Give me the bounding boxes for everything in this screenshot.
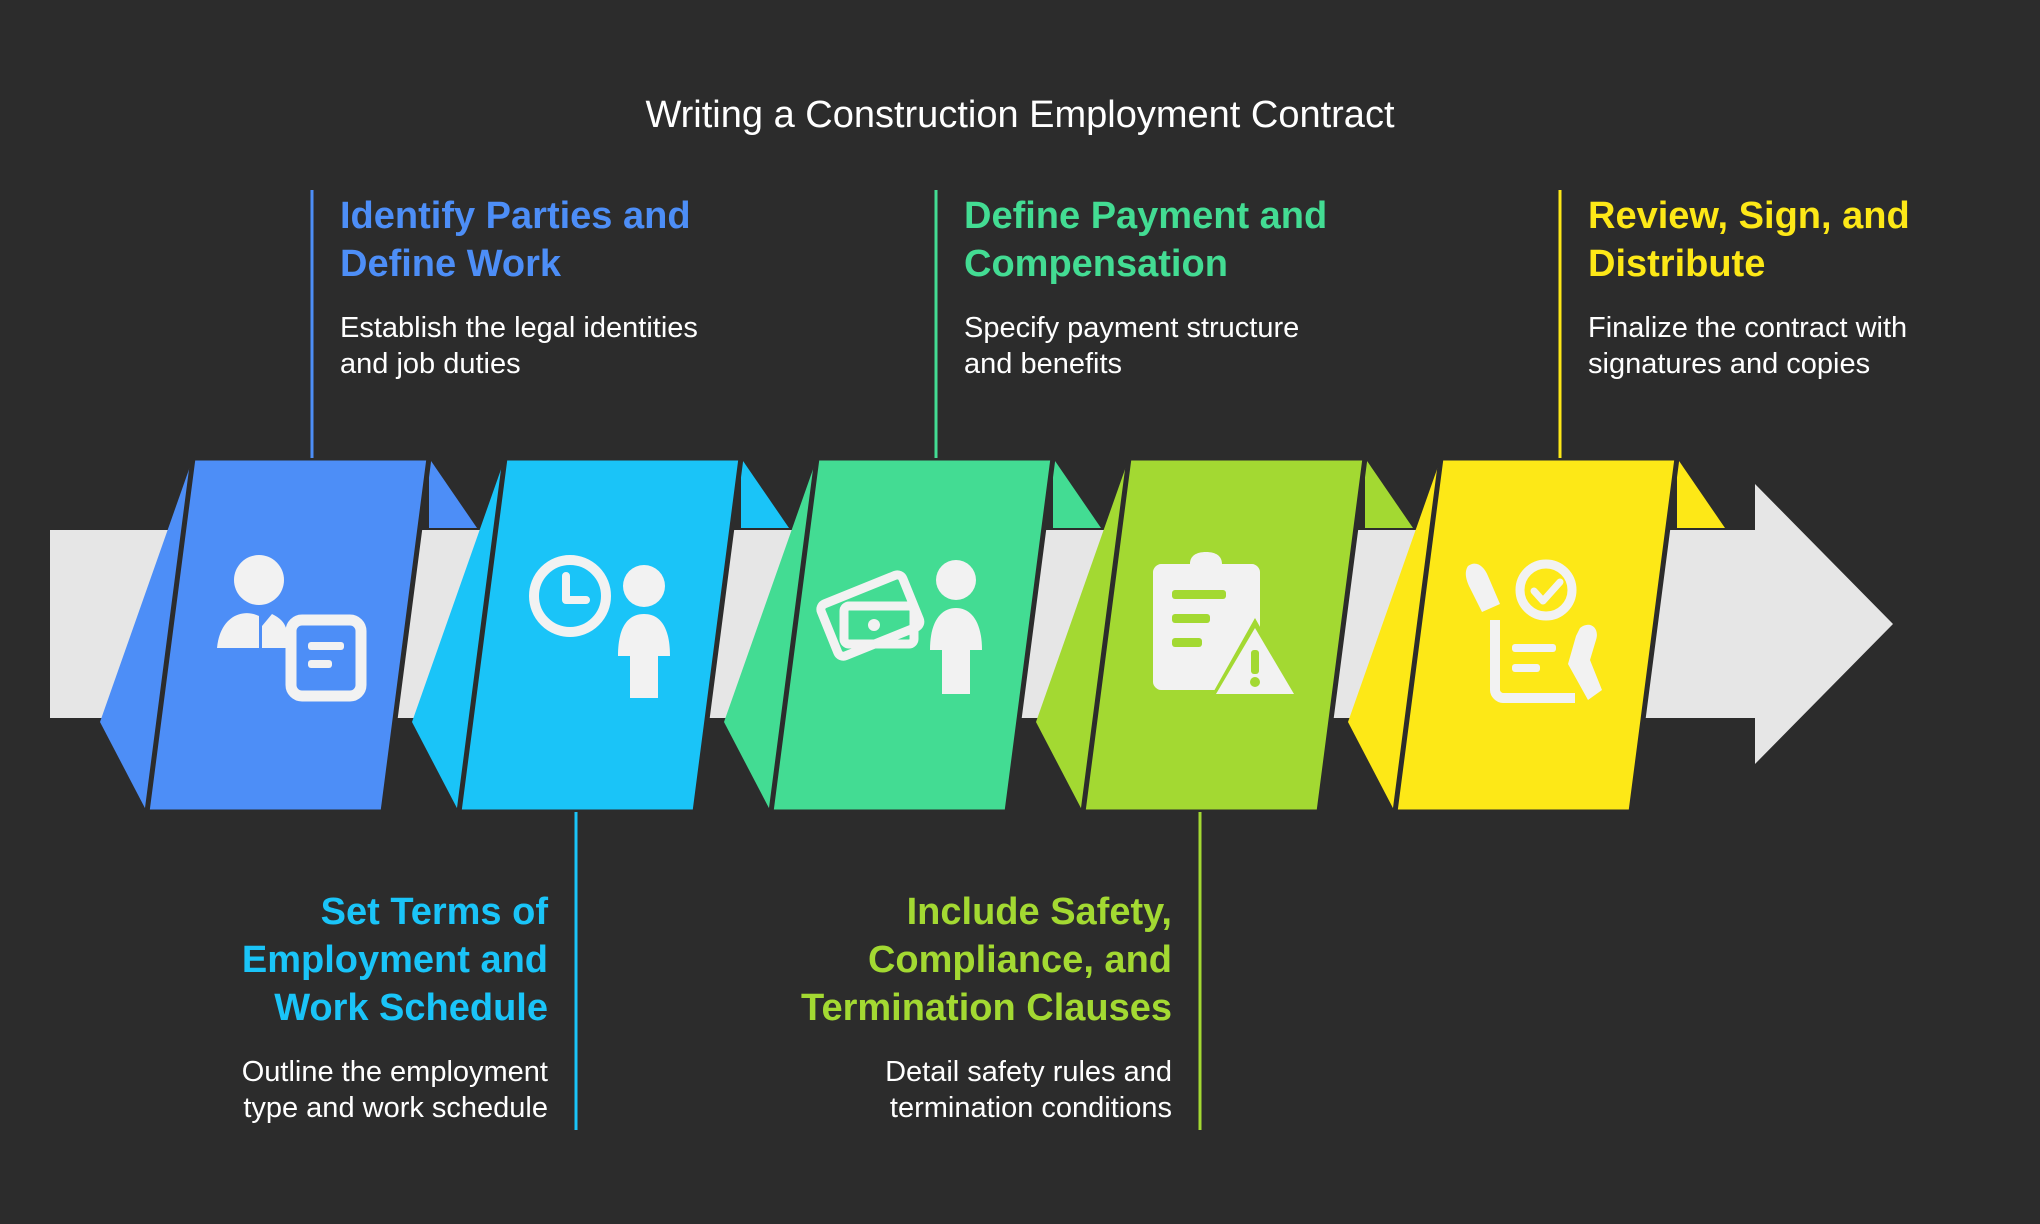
step-1-description-line: and job duties bbox=[340, 348, 521, 380]
step-4-text: Include Safety, Compliance, and Terminat… bbox=[752, 888, 1172, 1126]
step-1-title-line: Define Work bbox=[340, 243, 562, 285]
step-2-title-line: Set Terms of bbox=[320, 891, 548, 933]
step-3-title-line: Compensation bbox=[964, 243, 1228, 285]
step-4-title: Include Safety, Compliance, and Terminat… bbox=[752, 888, 1172, 1032]
step-5-description-line: Finalize the contract with bbox=[1588, 312, 1908, 344]
step-2-title-line: Work Schedule bbox=[274, 987, 548, 1029]
money-person-icon bbox=[816, 560, 982, 694]
step-4-title-line: Termination Clauses bbox=[801, 987, 1172, 1029]
step-3-description-line: Specify payment structure bbox=[964, 312, 1300, 344]
step-4-description: Detail safety rules and termination cond… bbox=[752, 1054, 1172, 1126]
step-3-description-line: and benefits bbox=[964, 348, 1123, 380]
clipboard-warning-icon bbox=[1153, 552, 1300, 698]
step-5-title: Review, Sign, and Distribute bbox=[1588, 192, 2008, 288]
step-4-description-line: Detail safety rules and bbox=[885, 1056, 1172, 1088]
diagram-title: Writing a Construction Employment Contra… bbox=[645, 94, 1395, 136]
step-1-description-line: Establish the legal identities bbox=[340, 312, 698, 344]
step-5-description: Finalize the contract with signatures an… bbox=[1588, 310, 2008, 382]
person-document-icon bbox=[217, 555, 367, 702]
step-5-title-line: Review, Sign, and bbox=[1588, 195, 1910, 237]
step-2-description-line: Outline the employment bbox=[241, 1056, 548, 1088]
step-2-text: Set Terms of Employment and Work Schedul… bbox=[128, 888, 548, 1126]
step-3-description: Specify payment structure and benefits bbox=[964, 310, 1384, 382]
step-3-title-line: Define Payment and bbox=[964, 195, 1328, 237]
step-3-title: Define Payment and Compensation bbox=[964, 192, 1384, 288]
step-4-title-line: Compliance, and bbox=[867, 939, 1172, 981]
step-2-title: Set Terms of Employment and Work Schedul… bbox=[128, 888, 548, 1032]
step-5-text: Review, Sign, and Distribute Finalize th… bbox=[1588, 192, 2008, 382]
signed-document-icon bbox=[1465, 559, 1602, 703]
step-2-description-line: type and work schedule bbox=[243, 1092, 548, 1124]
step-4-description-line: termination conditions bbox=[889, 1092, 1172, 1124]
step-5-description-line: signatures and copies bbox=[1588, 348, 1871, 380]
step-5-title-line: Distribute bbox=[1588, 243, 1766, 285]
step-2-title-line: Employment and bbox=[241, 939, 548, 981]
step-3-text: Define Payment and Compensation Specify … bbox=[964, 192, 1384, 382]
step-1-title-line: Identify Parties and bbox=[340, 195, 691, 237]
clock-person-icon bbox=[529, 555, 670, 698]
step-1-description: Establish the legal identities and job d… bbox=[340, 310, 760, 382]
step-1-text: Identify Parties and Define Work Establi… bbox=[340, 192, 760, 382]
step-4-title-line: Include Safety, bbox=[906, 891, 1172, 933]
step-2-description: Outline the employment type and work sch… bbox=[128, 1054, 548, 1126]
step-5-segment bbox=[1348, 455, 1725, 815]
step-1-title: Identify Parties and Define Work bbox=[340, 192, 760, 288]
